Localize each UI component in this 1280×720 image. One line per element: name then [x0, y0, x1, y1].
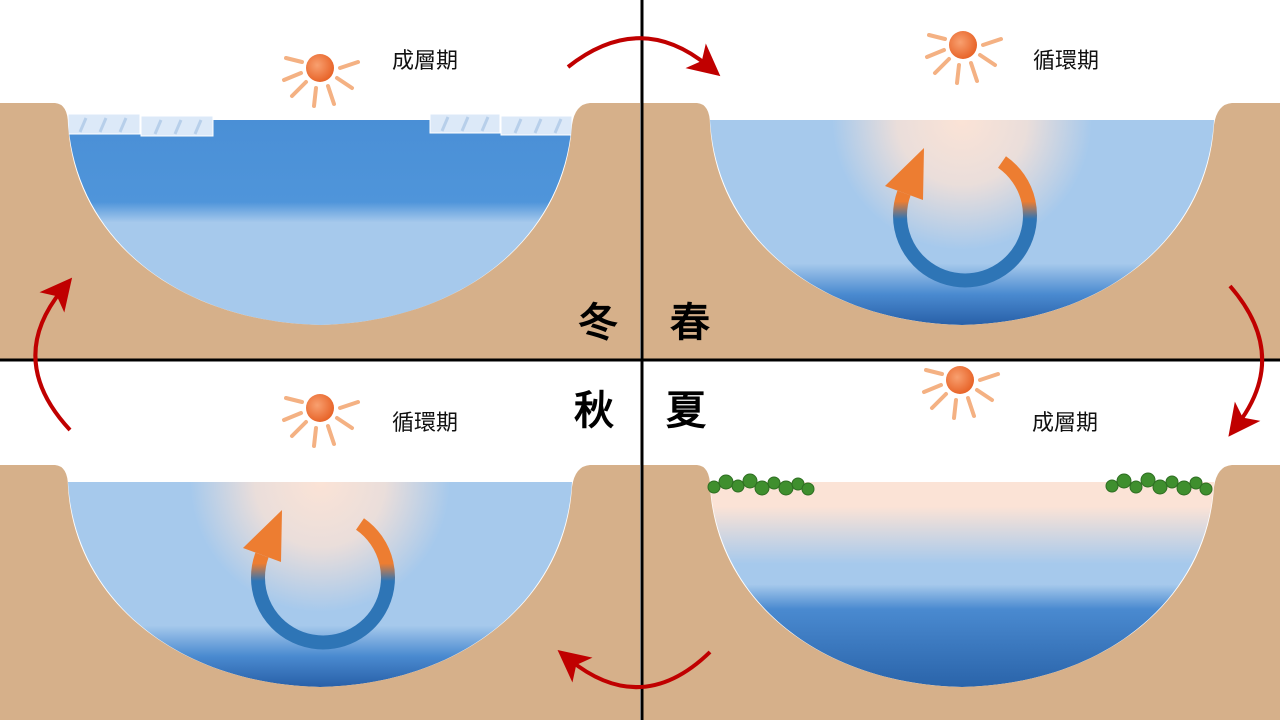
sun-icon [282, 52, 360, 108]
season-label-autumn: 秋 [574, 388, 614, 434]
ice-icon [67, 113, 573, 137]
sun-icon [922, 364, 1000, 420]
cycle-arrow-icon [33, 36, 1265, 689]
sun-icon [925, 29, 1003, 85]
season-label-spring: 春 [670, 300, 710, 346]
sun-icon [282, 392, 360, 448]
quadrant-summer: 成層期 夏 [642, 364, 1280, 720]
phase-label: 循環期 [1033, 49, 1099, 74]
season-label-winter: 冬 [578, 300, 618, 346]
phase-label: 成層期 [1032, 411, 1098, 436]
arrow-spring-to-summer [1228, 284, 1265, 437]
lake-water [68, 120, 572, 325]
quadrant-autumn: 循環期 秋 [0, 388, 640, 720]
quadrant-spring: 循環期 春 [642, 29, 1280, 360]
arrow-summer-to-autumn [557, 649, 712, 689]
arrow-winter-to-spring [566, 36, 721, 77]
quadrant-winter: 成層期 冬 [0, 49, 640, 360]
phase-label: 成層期 [392, 49, 458, 74]
aquatic-plants-icon [707, 472, 1213, 496]
arrow-autumn-to-winter [33, 277, 73, 432]
phase-label: 循環期 [392, 411, 458, 436]
season-label-summer: 夏 [666, 388, 707, 434]
